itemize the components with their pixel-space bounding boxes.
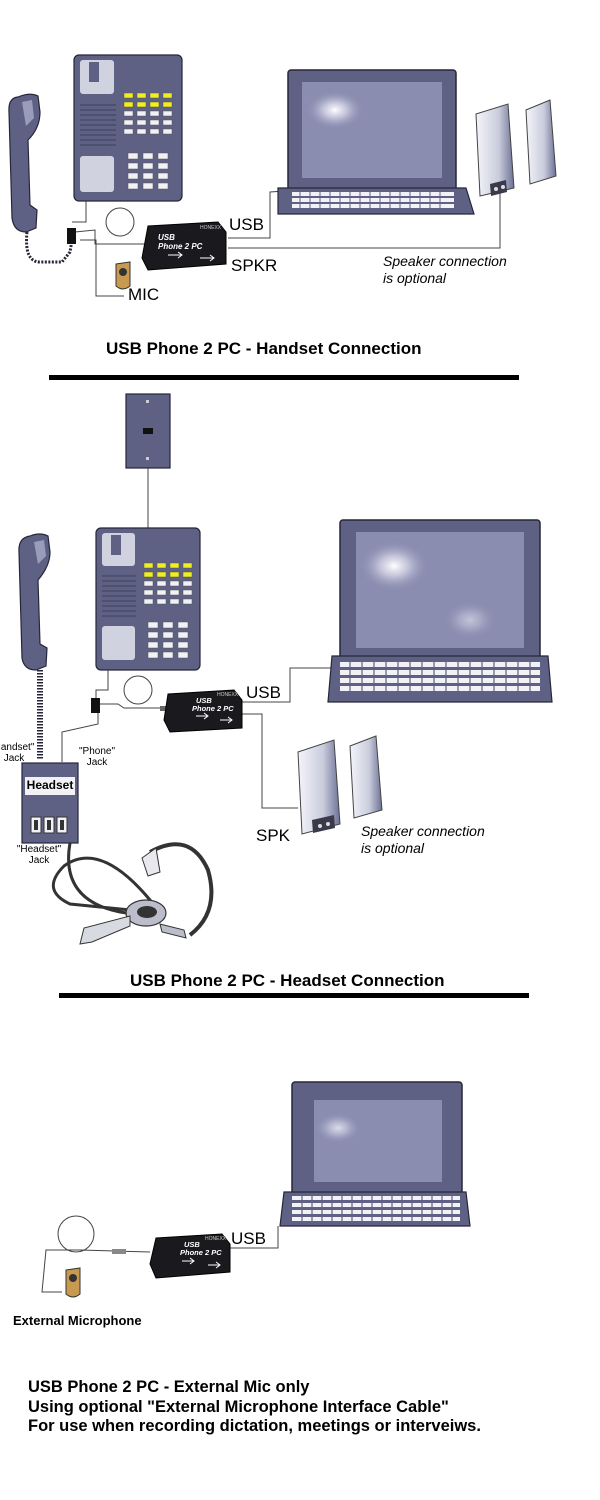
mic-1 xyxy=(115,261,131,290)
cords-3 xyxy=(41,1215,279,1293)
headset xyxy=(52,842,214,945)
handset-jack-line2: Jack xyxy=(3,753,25,764)
handset-1 xyxy=(8,93,41,233)
caption-line1: USB Phone 2 PC - External Mic only xyxy=(28,1378,310,1396)
caption-line2: Using optional "External Microphone Inte… xyxy=(28,1397,449,1416)
handset-jack-line1: Handset" xyxy=(0,742,35,753)
usb-device-3: HONEXX USB Phone 2 PC xyxy=(149,1233,231,1279)
divider-1 xyxy=(49,375,519,380)
laptop-1 xyxy=(277,69,475,215)
usb-device-2: HONEXX USB Phone 2 PC xyxy=(163,689,243,733)
speaker-note-2-line2: is optional xyxy=(361,840,425,856)
headset-box-label: Headset xyxy=(26,778,74,792)
headset-jack-label: "Headset" Jack xyxy=(14,844,64,866)
svg-text:USB: USB xyxy=(184,1240,200,1249)
speakers-2 xyxy=(297,735,383,835)
external-mic-label: External Microphone xyxy=(13,1313,142,1328)
inline-adapter-1 xyxy=(67,228,76,244)
phone-jack-label: "Phone" Jack xyxy=(76,746,118,768)
speaker-note-1: Speaker connection is optional xyxy=(383,253,507,287)
mic-label: MIC xyxy=(128,285,160,304)
speaker-note-2-line1: Speaker connection xyxy=(361,823,485,839)
wall-jack-2 xyxy=(125,393,171,469)
section2-title: USB Phone 2 PC - Headset Connection xyxy=(130,971,445,990)
speaker-note-1-line2: is optional xyxy=(383,270,447,286)
usb-label-2: USB xyxy=(246,683,281,702)
speaker-note-1-line1: Speaker connection xyxy=(383,253,507,269)
svg-text:Phone 2 PC: Phone 2 PC xyxy=(158,242,203,251)
headset-jack-line1: "Headset" xyxy=(16,844,62,855)
usb-label-3: USB xyxy=(231,1229,266,1248)
spkr-label: SPKR xyxy=(231,256,278,275)
cords-2 xyxy=(61,667,336,809)
section1-title: USB Phone 2 PC - Handset Connection xyxy=(106,339,422,358)
external-mic xyxy=(65,1267,81,1298)
laptop-3 xyxy=(279,1081,471,1227)
svg-text:USB: USB xyxy=(196,696,212,705)
speaker-note-2: Speaker connection is optional xyxy=(361,823,485,857)
laptop-2 xyxy=(327,519,553,703)
desk-phone-2 xyxy=(95,527,201,671)
svg-text:HONEXX: HONEXX xyxy=(205,1236,227,1242)
usb-label-1: USB xyxy=(229,215,264,234)
handset-2 xyxy=(18,533,51,671)
desk-phone-1 xyxy=(73,54,183,202)
phone-jack-line1: "Phone" xyxy=(78,746,115,757)
phone-jack-line2: Jack xyxy=(86,757,108,768)
inline-adapter-2 xyxy=(91,698,100,713)
spk-label: SPK xyxy=(256,826,291,845)
headset-box xyxy=(21,762,79,844)
caption-line3: For use when recording dictation, meetin… xyxy=(28,1417,481,1435)
handset-coil-cord-1 xyxy=(25,231,74,264)
svg-text:USB: USB xyxy=(158,233,175,242)
svg-text:Phone 2 PC: Phone 2 PC xyxy=(192,704,234,713)
plug-3 xyxy=(112,1249,126,1254)
plug-2 xyxy=(160,706,168,711)
svg-text:HONEXX: HONEXX xyxy=(200,225,222,231)
handset-jack-label: Handset" Jack xyxy=(0,742,36,764)
section3-caption: USB Phone 2 PC - External Mic only Using… xyxy=(28,1378,481,1437)
svg-text:HONEXX: HONEXX xyxy=(217,692,239,698)
svg-text:Phone 2 PC: Phone 2 PC xyxy=(180,1248,222,1257)
headset-jack-line2: Jack xyxy=(28,855,50,866)
speakers-1 xyxy=(475,99,557,197)
usb-device-1: HONEXX USB Phone 2 PC xyxy=(141,221,227,271)
divider-2 xyxy=(59,993,529,998)
